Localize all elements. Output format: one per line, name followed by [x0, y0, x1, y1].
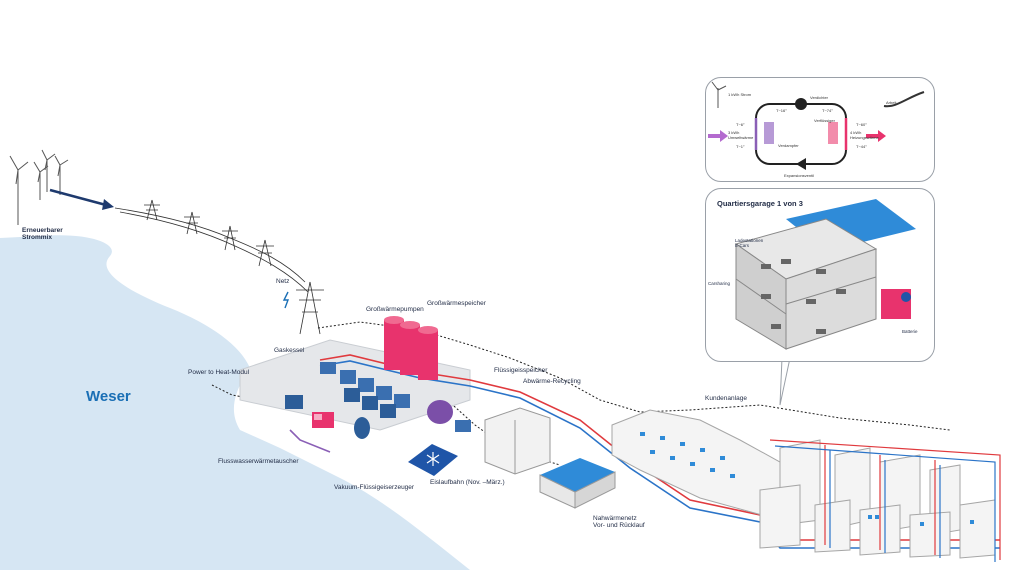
heat-pumps-label: Großwärmepumpen	[366, 306, 424, 313]
wind-turbine-icon	[9, 149, 69, 225]
hp-temp-3: T~74°	[822, 108, 833, 113]
ice-rink-label: Eislaufbahn (Nov. –März.)	[430, 479, 505, 486]
garage-battery-label: Batterie	[902, 329, 918, 334]
hp-work: Arbeit	[886, 100, 897, 105]
hp-temp-4: T~60°	[856, 122, 867, 127]
hp-temp-1: T~16°	[776, 108, 787, 113]
heat-storage-tanks	[384, 316, 438, 380]
river-label: Weser	[86, 388, 131, 405]
lightning-icon	[282, 291, 290, 309]
hp-ambient: 3 kWh Umweltwärme	[728, 130, 754, 140]
vacuum-ice-label: Vakuum-Flüssigeiserzeuger	[334, 484, 415, 491]
hp-condenser: Verflüssiger	[814, 118, 835, 123]
hp-temp-2: T~6°	[736, 122, 745, 127]
vacuum-ice-generator	[354, 417, 370, 439]
hp-power-in: 1 kWh Strom	[728, 92, 752, 97]
hp-expansion: Expansionsventil	[784, 173, 815, 178]
garage-carsharing-label: Carsharing	[708, 281, 731, 286]
heat-storage-label: Großwärmespeicher	[427, 300, 486, 307]
grid-label: Netz	[276, 278, 290, 285]
garage-title: Quartiersgarage 1 von 3	[717, 199, 803, 208]
hp-temp-6: T~44°	[856, 144, 867, 149]
energy-mix-label: Erneuerbarer Strommix	[22, 227, 63, 242]
heat-pump-detail-bubble: 1 kWh Strom Verdichter 3 kWh Umweltwärme…	[705, 77, 935, 182]
waste-heat-building	[484, 407, 551, 475]
liquid-storage-label: Flüssigeisspeicher	[494, 367, 548, 374]
hp-temp-5: T~1°	[736, 144, 745, 149]
solar-building	[539, 458, 616, 509]
heat-pump-units	[320, 362, 410, 418]
power-to-heat-label: Power to Heat-Modul	[188, 369, 250, 376]
snowflake-icon	[426, 452, 440, 466]
district-heating-label: Nahwärmenetz Vor- und Rücklauf	[593, 515, 645, 530]
garage-charging-label: Ladestationen E-Cars	[735, 238, 764, 249]
garage-detail-bubble: Quartiersgarage 1 von 3 Ladestationen E-…	[705, 188, 935, 362]
garage-illustration	[734, 199, 916, 350]
power-pylons	[114, 199, 324, 335]
hp-evaporator: Verdampfer	[778, 143, 799, 148]
power-flow-arrow-icon	[49, 188, 107, 207]
gas-boiler-label: Gaskessel	[274, 347, 305, 354]
river-weser	[0, 235, 470, 570]
heat-pump-cycle-diagram	[708, 81, 925, 170]
customer-label: Kundenanlage	[705, 395, 747, 402]
river-heat-exchanger	[312, 412, 334, 428]
waste-heat-label: Abwärme-Recycling	[523, 378, 581, 385]
power-to-heat-module	[285, 395, 303, 409]
hp-compressor: Verdichter	[810, 95, 829, 100]
hp-heating: 4 kWh Heizungswärme	[850, 130, 879, 140]
river-exchanger-label: Flusswasserwärmetauscher	[218, 458, 299, 465]
liquid-ice-storage	[427, 400, 471, 432]
residential-quarter	[611, 409, 996, 559]
